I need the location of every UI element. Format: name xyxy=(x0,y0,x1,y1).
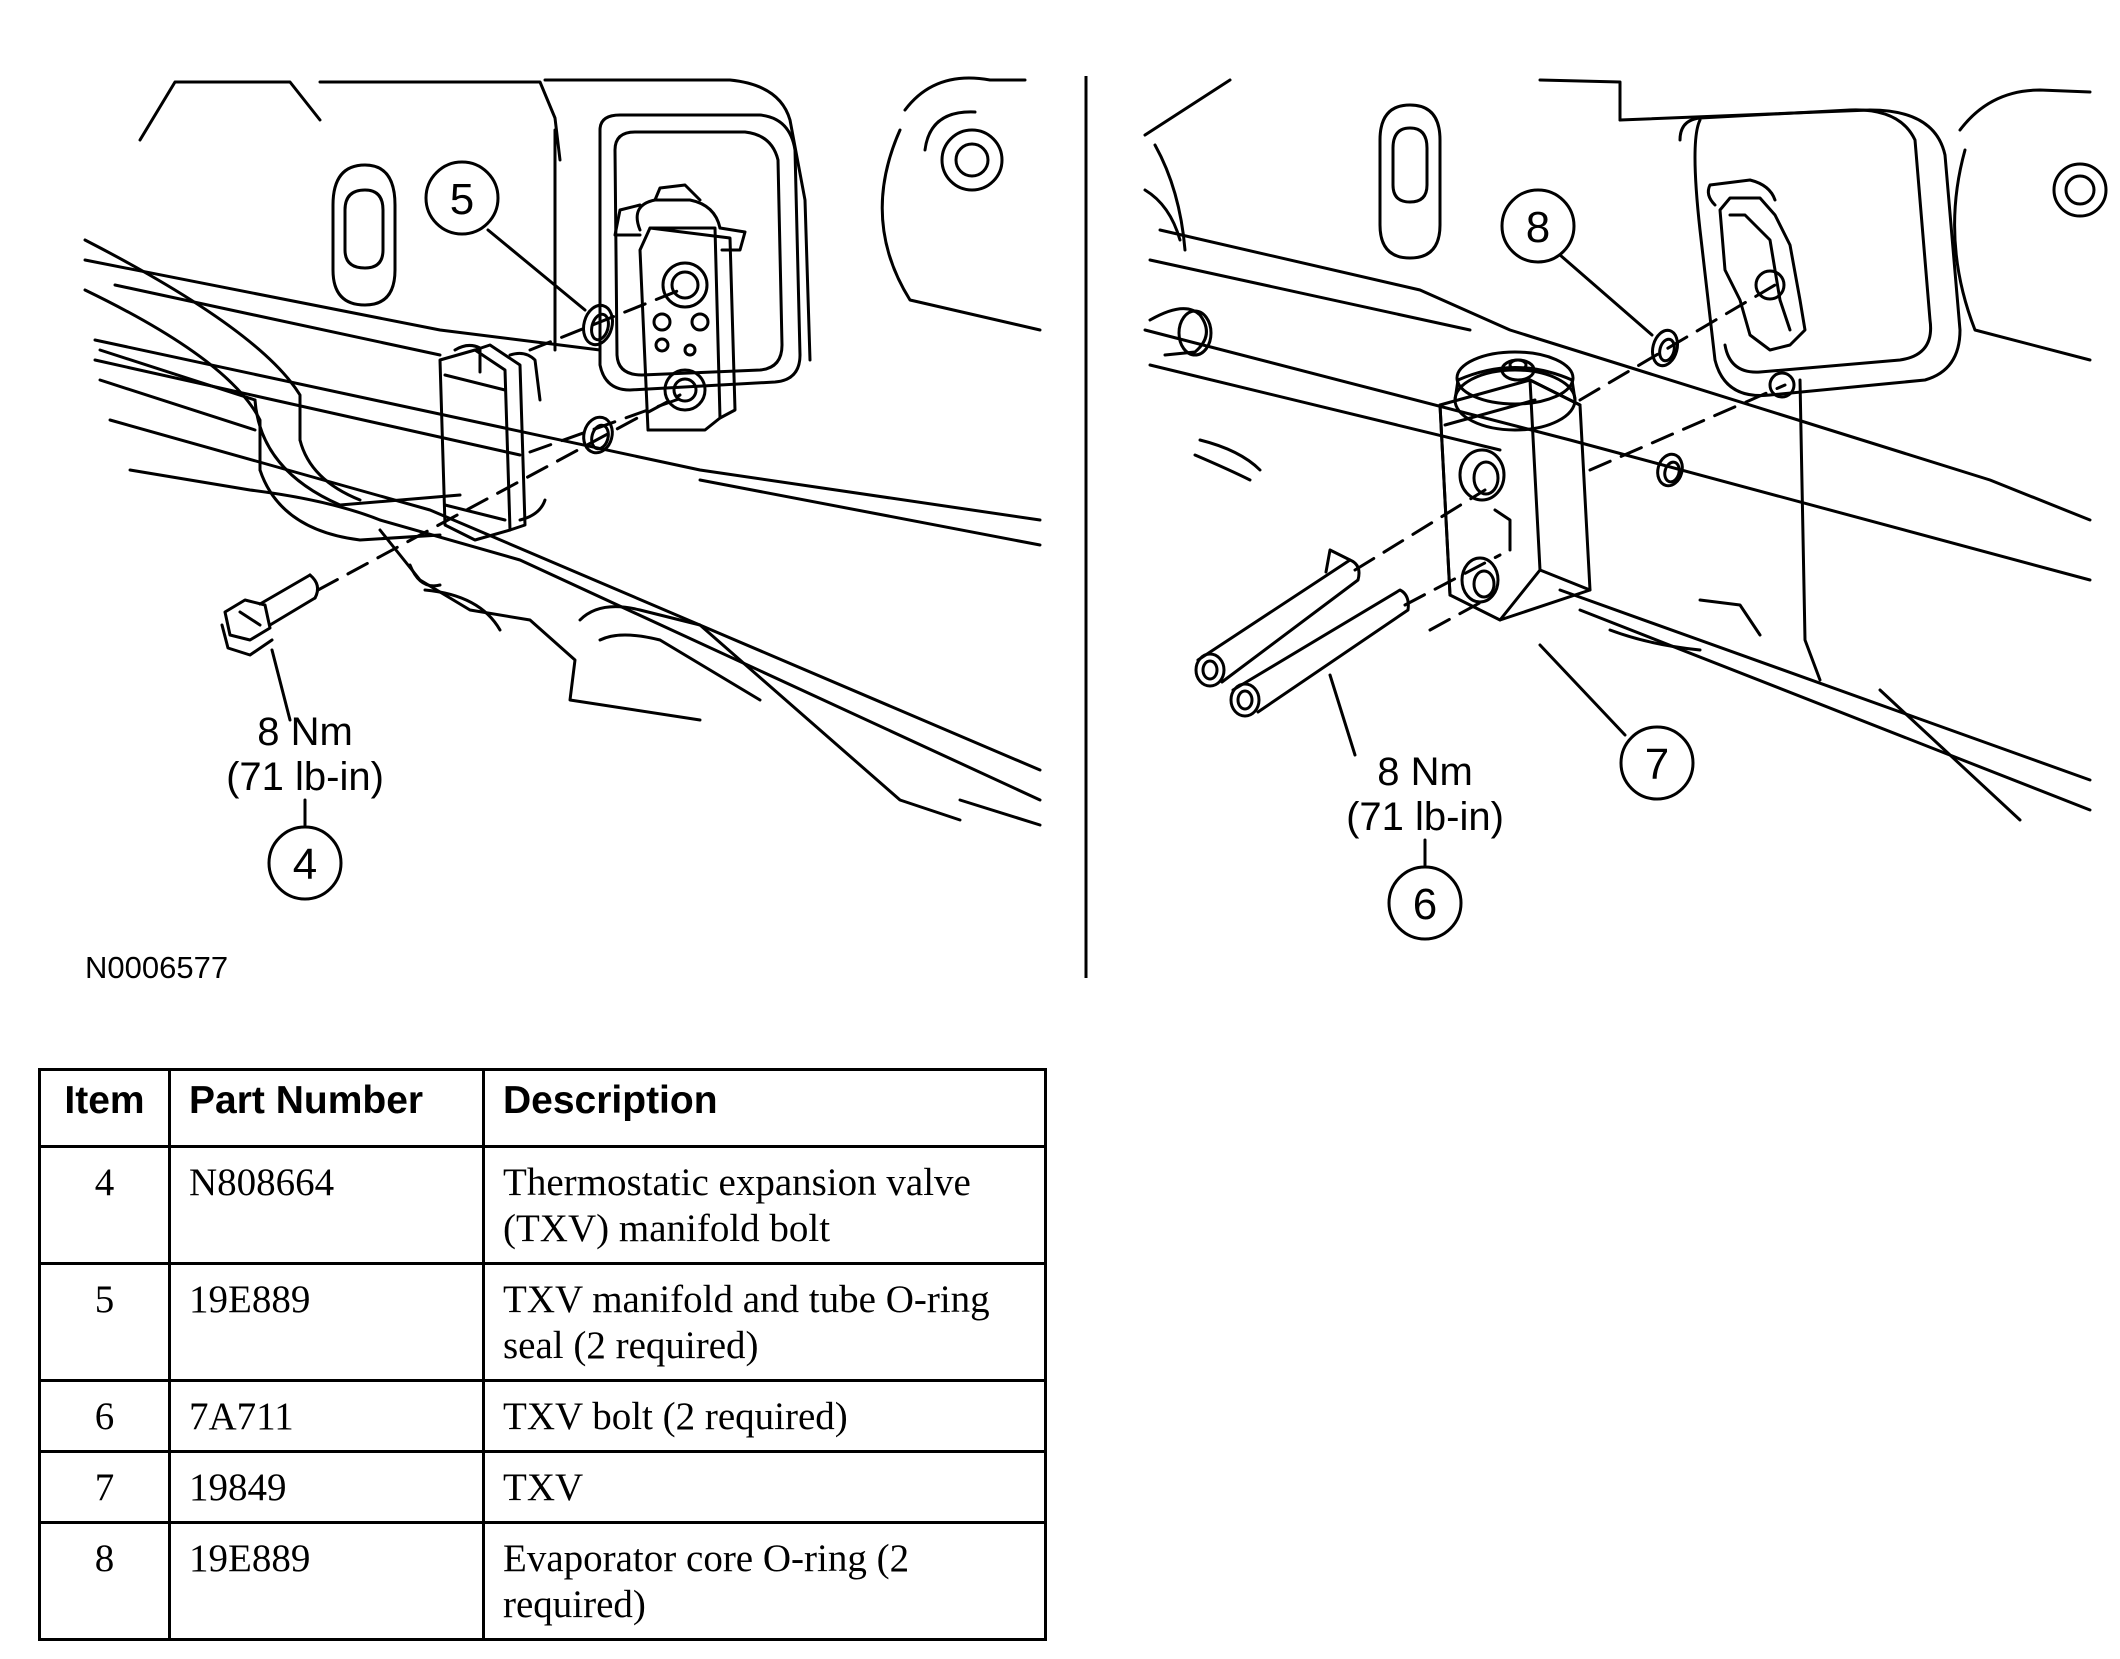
row-part-number: N808664 xyxy=(168,1145,485,1265)
row-part-number: 7A711 xyxy=(168,1379,485,1453)
row-item: 5 xyxy=(38,1262,171,1382)
left-view-illustration xyxy=(83,76,1042,827)
table-header-row: Item Part Number Description xyxy=(38,1068,1047,1148)
row-part-number: 19E889 xyxy=(168,1262,485,1382)
callout-7: 7 xyxy=(1619,725,1695,801)
table-row: 6 7A711 TXV bolt (2 required) xyxy=(38,1379,1047,1453)
row-item: 7 xyxy=(38,1450,171,1524)
callout-4: 4 xyxy=(267,825,343,901)
header-description: Description xyxy=(482,1068,1047,1148)
row-part-number: 19849 xyxy=(168,1450,485,1524)
row-description: TXV bolt (2 required) xyxy=(482,1379,1047,1453)
row-part-number: 19E889 xyxy=(168,1521,485,1641)
right-torque-nm: 8 Nm xyxy=(1377,750,1473,794)
header-item: Item xyxy=(38,1068,171,1148)
left-torque-lbin: (71 lb-in) xyxy=(226,755,384,799)
header-part-number: Part Number xyxy=(168,1068,485,1148)
table-row: 4 N808664 Thermostatic expansion valve (… xyxy=(38,1145,1047,1265)
table-row: 5 19E889 TXV manifold and tube O-ring se… xyxy=(38,1262,1047,1382)
svg-text:7: 7 xyxy=(1645,740,1669,789)
row-item: 6 xyxy=(38,1379,171,1453)
svg-text:5: 5 xyxy=(450,175,474,224)
left-torque-nm: 8 Nm xyxy=(257,710,353,754)
svg-text:8: 8 xyxy=(1526,203,1550,252)
svg-text:6: 6 xyxy=(1413,880,1437,929)
table-row: 8 19E889 Evaporator core O-ring (2 requi… xyxy=(38,1521,1047,1641)
row-description: Evaporator core O-ring (2 required) xyxy=(482,1521,1047,1641)
callout-6: 6 xyxy=(1387,865,1463,941)
figure-id: N0006577 xyxy=(85,950,228,985)
right-view-illustration xyxy=(1143,78,2108,867)
row-description: TXV manifold and tube O-ring seal (2 req… xyxy=(482,1262,1047,1382)
svg-text:4: 4 xyxy=(293,840,317,889)
row-item: 8 xyxy=(38,1521,171,1641)
table-row: 7 19849 TXV xyxy=(38,1450,1047,1524)
right-torque-lbin: (71 lb-in) xyxy=(1346,795,1504,839)
row-description: TXV xyxy=(482,1450,1047,1524)
row-description: Thermostatic expansion valve (TXV) manif… xyxy=(482,1145,1047,1265)
callout-8: 8 xyxy=(1500,188,1576,264)
row-item: 4 xyxy=(38,1145,171,1265)
parts-table: Item Part Number Description 4 N808664 T… xyxy=(38,1068,1047,1641)
callout-5: 5 xyxy=(424,160,500,236)
